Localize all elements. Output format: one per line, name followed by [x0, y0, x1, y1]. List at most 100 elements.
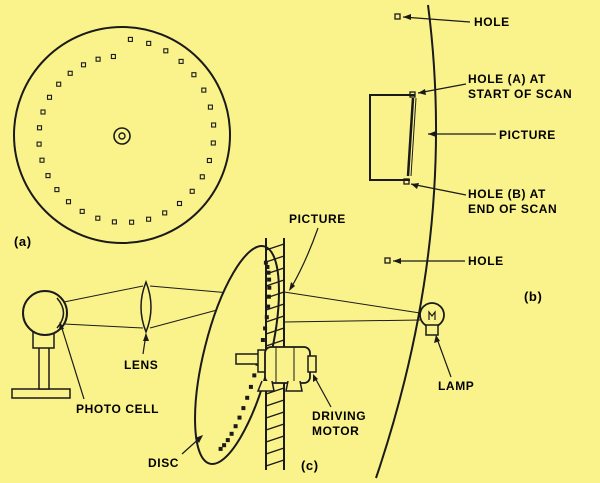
label-disc: DISC — [148, 456, 179, 470]
light-ray — [283, 319, 421, 323]
disc-side-hole — [241, 406, 246, 411]
disc-side-hole — [222, 443, 227, 448]
picture-strip-rung — [265, 387, 285, 395]
spiral-holes — [36, 36, 217, 225]
disc-hole — [211, 122, 217, 128]
label-hole-b-1: HOLE (B) AT — [468, 187, 546, 201]
arrowhead — [434, 335, 440, 343]
disc-edge-arc — [375, 4, 438, 479]
arrowhead — [289, 282, 295, 291]
photo-cell-stand — [38, 345, 50, 390]
panel-c — [11, 227, 452, 470]
lamp-base — [425, 324, 439, 336]
disc-hole — [46, 94, 53, 100]
disc-side-hole — [225, 438, 230, 443]
motor-feet — [256, 380, 303, 392]
picture-strip-rung — [265, 279, 285, 287]
photo-cell-window — [56, 297, 65, 329]
picture-frame — [369, 94, 415, 181]
disc-hole — [199, 174, 205, 180]
label-hole-a-1: HOLE (A) AT — [468, 72, 546, 86]
disc-hole — [163, 48, 169, 54]
picture-strip-rung — [265, 327, 285, 335]
label-motor-2: MOTOR — [312, 424, 359, 438]
arrowhead — [143, 333, 149, 341]
disc-side-hole — [245, 395, 250, 400]
label-photo-cell: PHOTO CELL — [76, 402, 159, 416]
arrowhead — [313, 374, 318, 382]
lens-shape — [140, 279, 152, 335]
picture-strip-rung — [265, 303, 285, 311]
picture-strip-rung — [265, 243, 285, 251]
picture-strip-rung — [265, 267, 285, 275]
disc-hole — [95, 56, 101, 62]
hole-a — [409, 91, 416, 98]
label-lens: LENS — [124, 358, 158, 372]
label-lamp: LAMP — [438, 379, 474, 393]
picture-strip-rung — [265, 447, 285, 455]
lamp-bulb — [419, 302, 445, 328]
driving-motor-body — [264, 346, 311, 384]
picture-strip-rung — [265, 435, 285, 443]
panel-c-label: (c) — [301, 458, 319, 473]
disc-hub — [113, 127, 131, 145]
disc-hole — [67, 70, 73, 76]
arrowhead — [59, 322, 64, 330]
disc-hole — [129, 219, 135, 225]
picture-strip-rung — [265, 459, 285, 467]
hole-a-pointer — [417, 83, 467, 94]
disc-hole — [207, 104, 213, 110]
scanning-disc-face — [13, 26, 231, 244]
lamp-filament — [428, 310, 436, 320]
disc-hole — [201, 87, 207, 93]
panel-a-label: (a) — [14, 234, 32, 249]
light-ray — [283, 291, 421, 314]
label-hole-a-2: START OF SCAN — [468, 87, 572, 101]
disc-hole — [176, 200, 183, 207]
bottom-hole — [384, 257, 391, 264]
arrowhead — [195, 435, 203, 443]
picture-leader — [290, 227, 319, 289]
picture-strip-rung — [265, 339, 285, 347]
disc-hole — [95, 215, 101, 221]
disc-hole — [65, 199, 72, 205]
disc-hole — [45, 173, 51, 179]
label-hole-b-2: END OF SCAN — [468, 202, 557, 216]
label-hole-top: HOLE — [474, 15, 510, 29]
disc-hole — [189, 188, 195, 194]
disc-side-hole — [229, 431, 234, 436]
disc-side-hole — [252, 373, 257, 378]
disc-hole — [210, 140, 216, 146]
hole-b — [403, 178, 410, 185]
panel-b-label: (b) — [524, 289, 542, 304]
disc-hole — [110, 53, 116, 60]
hole-b-pointer — [410, 183, 467, 196]
motor-shaft-end — [307, 355, 317, 373]
arrowhead — [393, 258, 401, 264]
arrowhead — [411, 183, 419, 189]
disc-hole — [54, 187, 60, 193]
disc-hole — [39, 157, 45, 163]
lamp-leader — [435, 335, 452, 378]
disc-hole — [79, 208, 85, 214]
disc-hole — [111, 219, 117, 225]
picture-strip-rung — [265, 315, 285, 323]
disc-hole — [206, 157, 212, 164]
disc-hole — [146, 216, 152, 222]
label-hole-bottom: HOLE — [468, 254, 504, 268]
light-ray — [149, 285, 231, 294]
picture-strip-rung — [265, 423, 285, 431]
disc-hole — [56, 81, 62, 87]
disc-hole — [80, 62, 87, 68]
picture-strip-rung — [265, 255, 285, 263]
disc-hole — [162, 210, 168, 216]
disc-hole — [178, 58, 184, 64]
arrowhead — [403, 14, 411, 20]
disc-side-hole — [266, 304, 271, 309]
disc-hole — [146, 40, 152, 46]
disc-hole — [191, 72, 197, 78]
light-ray — [63, 323, 144, 329]
scan-line — [406, 97, 415, 177]
